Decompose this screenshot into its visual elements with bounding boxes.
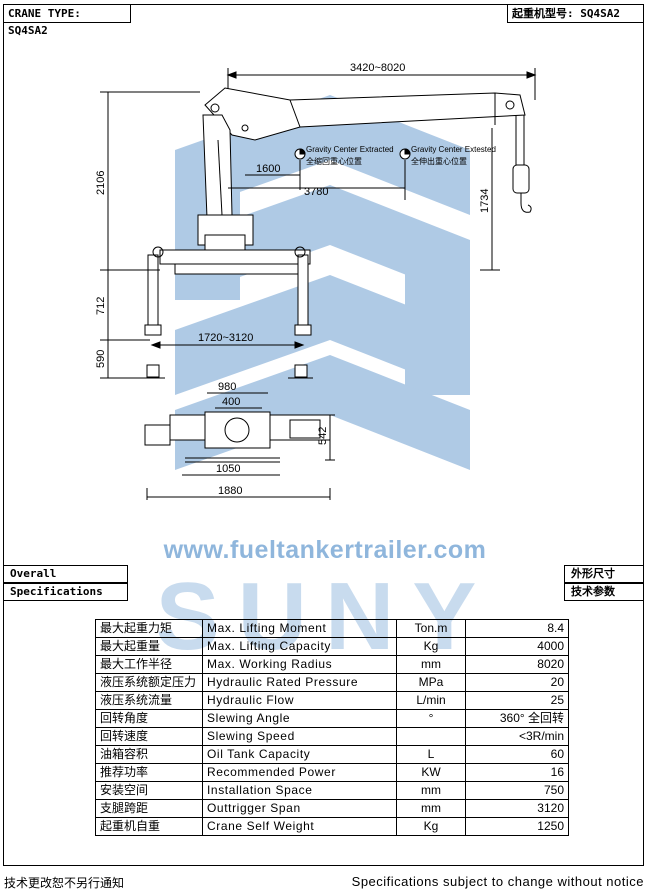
dim-2106: 2106 (95, 171, 107, 195)
spec-cn-label: 回转速度 (95, 727, 203, 746)
dim-980: 980 (218, 381, 236, 393)
spec-en-label: Outtrigger Span (202, 799, 397, 818)
spec-unit: MPa (396, 673, 466, 692)
overall-dimensions-label: Overall Dimensions (3, 565, 128, 596)
spec-en-label: Max. Working Radius (202, 655, 397, 674)
spec-en-label: Slewing Speed (202, 727, 397, 746)
spec-cn-label: 最大起重量 (95, 637, 203, 656)
spec-en-label: Recommended Power (202, 763, 397, 782)
spec-en-label: Slewing Angle (202, 709, 397, 728)
website-watermark: www.fueltankertrailer.com (163, 536, 487, 564)
gravity-extracted-cn: 全缩回重心位置 (306, 156, 362, 166)
page-frame (3, 4, 644, 866)
spec-unit: ° (396, 709, 466, 728)
gravity-extested-en: Gravity Center Extested (411, 145, 496, 154)
spec-en-label: Oil Tank Capacity (202, 745, 397, 764)
spec-value: 20 (465, 673, 569, 692)
spec-en-label: Installation Space (202, 781, 397, 800)
spec-unit: mm (396, 781, 466, 800)
spec-unit: Ton.m (396, 619, 466, 638)
spec-value: 25 (465, 691, 569, 710)
spec-unit: Kg (396, 637, 466, 656)
dim-outrigger-span: 1720~3120 (198, 332, 253, 344)
spec-value: 750 (465, 781, 569, 800)
dim-1600: 1600 (256, 163, 280, 175)
spec-unit: mm (396, 799, 466, 818)
spec-unit: Kg (396, 817, 466, 836)
dim-3780: 3780 (304, 186, 328, 198)
spec-value: 1250 (465, 817, 569, 836)
dim-1050: 1050 (216, 463, 240, 475)
spec-en-label: Hydraulic Flow (202, 691, 397, 710)
overall-dimensions-label-cn: 外形尺寸 (564, 565, 644, 583)
dim-radius: 3420~8020 (350, 62, 405, 74)
spec-cn-label: 推荐功率 (95, 763, 203, 782)
dim-590: 590 (95, 350, 107, 368)
specifications-label-cn: 技术参数 (564, 583, 644, 601)
spec-value: 3120 (465, 799, 569, 818)
spec-en-label: Hydraulic Rated Pressure (202, 673, 397, 692)
footer-note-cn: 技术更改恕不另行通知 (4, 876, 125, 890)
spec-value: 4000 (465, 637, 569, 656)
spec-value: 60 (465, 745, 569, 764)
spec-unit: mm (396, 655, 466, 674)
spec-cn-label: 回转角度 (95, 709, 203, 728)
specifications-label: Specifications (3, 583, 128, 601)
spec-unit: L/min (396, 691, 466, 710)
spec-en-label: Crane Self Weight (202, 817, 397, 836)
spec-unit: L (396, 745, 466, 764)
spec-cn-label: 安装空间 (95, 781, 203, 800)
spec-cn-label: 起重机自重 (95, 817, 203, 836)
footer-note-en: Specifications subject to change without… (351, 874, 644, 889)
spec-en-label: Max. Lifting Moment (202, 619, 397, 638)
spec-cn-label: 液压系统额定压力 (95, 673, 203, 692)
crane-type-label-cn: 起重机型号: SQ4SA2 (507, 4, 644, 23)
spec-value: 360° 全回转 (465, 709, 569, 728)
dim-542: 542 (317, 427, 329, 445)
spec-unit (396, 727, 466, 746)
spec-value: 8020 (465, 655, 569, 674)
spec-en-label: Max. Lifting Capacity (202, 637, 397, 656)
spec-value: 16 (465, 763, 569, 782)
dim-712: 712 (95, 297, 107, 315)
spec-cn-label: 最大工作半径 (95, 655, 203, 674)
spec-cn-label: 最大起重力矩 (95, 619, 203, 638)
dim-1880: 1880 (218, 485, 242, 497)
spec-cn-label: 油箱容积 (95, 745, 203, 764)
gravity-extested-cn: 全伸出重心位置 (411, 156, 467, 166)
spec-cn-label: 液压系统流量 (95, 691, 203, 710)
spec-value: 8.4 (465, 619, 569, 638)
dim-1734: 1734 (479, 189, 491, 213)
spec-value: <3R/min (465, 727, 569, 746)
gravity-extracted-en: Gravity Center Extracted (306, 145, 394, 154)
dim-400: 400 (222, 396, 240, 408)
crane-type-label-en: CRANE TYPE: SQ4SA2 (3, 4, 131, 37)
spec-unit: KW (396, 763, 466, 782)
spec-cn-label: 支腿跨距 (95, 799, 203, 818)
